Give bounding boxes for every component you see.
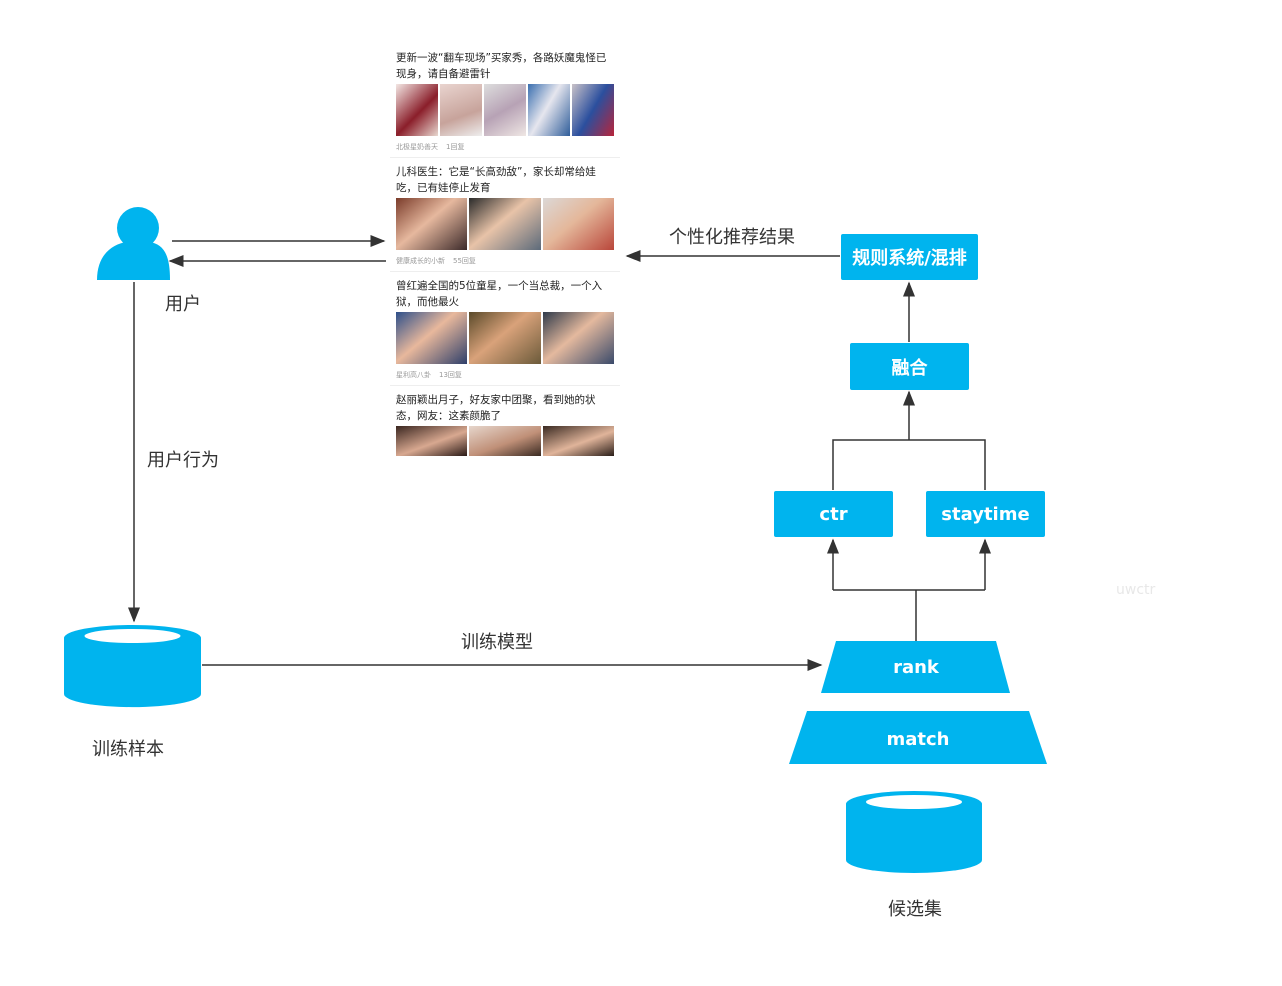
thumbnail-image [396, 426, 468, 456]
rules-mix-box: 规则系统/混排 [841, 234, 978, 280]
feed-item-thumbnails [396, 84, 614, 136]
feed-item-source: 健康成长的小新 [396, 257, 445, 265]
candidate-set-label: 候选集 [888, 899, 942, 920]
ctr-box: ctr [774, 491, 893, 537]
feed-item-thumbnails [396, 198, 614, 250]
thumbnail-image [396, 84, 438, 136]
personalized-result-label: 个性化推荐结果 [669, 227, 795, 248]
thumbnail-image [469, 198, 541, 250]
thumbnail-image [396, 312, 468, 364]
fusion-box: 融合 [850, 343, 969, 390]
thumbnail-image [440, 84, 482, 136]
thumbnail-image [469, 312, 541, 364]
user-behavior-label: 用户行为 [147, 450, 219, 471]
feed-item[interactable]: 儿科医生：它是“长高劲敌”，家长却常给娃吃，已有娃停止发育 健康成长的小新 55… [396, 164, 614, 266]
user-icon [97, 207, 170, 280]
news-feed-screenshot: 更新一波“翻车现场”买家秀，各路妖魔鬼怪已现身，请自备避雷针 北极星奶善天 1回… [390, 44, 620, 456]
feed-item-source: 北极星奶善天 [396, 143, 438, 151]
feed-item[interactable]: 曾红遍全国的5位童星，一个当总裁，一个入狱，而他最火 星利高八卦 13回复 [396, 278, 614, 380]
watermark-text: uwctr [1116, 582, 1156, 598]
thumbnail-image [469, 426, 541, 456]
feed-item-title: 更新一波“翻车现场”买家秀，各路妖魔鬼怪已现身，请自备避雷针 [396, 52, 607, 80]
training-samples-label: 训练样本 [92, 739, 164, 760]
line-ctr-to-fusion [832, 439, 986, 490]
feed-item[interactable]: 赵丽颖出月子，好友家中团聚，看到她的状态，网友：这素颜脆了 [396, 392, 614, 456]
feed-item-title: 赵丽颖出月子，好友家中团聚，看到她的状态，网友：这素颜脆了 [396, 394, 596, 422]
train-model-label: 训练模型 [461, 632, 533, 653]
thumbnail-image [396, 198, 468, 250]
training-samples-database-icon [64, 625, 201, 708]
staytime-box: staytime [926, 491, 1045, 537]
feed-item-meta: 北极星奶善天 1回复 [396, 142, 614, 152]
thumbnail-image [542, 312, 614, 364]
feed-item-source: 星利高八卦 [396, 371, 431, 379]
thumbnail-image [528, 84, 570, 136]
feed-item-comments: 13回复 [439, 371, 462, 379]
feed-item-title: 儿科医生：它是“长高劲敌”，家长却常给娃吃，已有娃停止发育 [396, 166, 596, 194]
feed-item-title: 曾红遍全国的5位童星，一个当总裁，一个入狱，而他最火 [396, 280, 603, 308]
feed-item-meta: 星利高八卦 13回复 [396, 370, 614, 380]
feed-item-thumbnails [396, 426, 614, 456]
thumbnail-image [542, 198, 614, 250]
feed-divider [390, 385, 620, 386]
candidate-set-database-icon [846, 791, 982, 873]
feed-item-thumbnails [396, 312, 614, 364]
feed-item-meta: 健康成长的小新 55回复 [396, 256, 614, 266]
feed-divider [390, 271, 620, 272]
thumbnail-image [572, 84, 614, 136]
feed-divider [390, 157, 620, 158]
feed-item[interactable]: 更新一波“翻车现场”买家秀，各路妖魔鬼怪已现身，请自备避雷针 北极星奶善天 1回… [396, 50, 614, 152]
user-label: 用户 [165, 294, 201, 315]
rank-label: rank [893, 656, 939, 678]
match-label: match [886, 728, 950, 750]
thumbnail-image [542, 426, 614, 456]
feed-item-comments: 55回复 [453, 257, 476, 265]
feed-item-comments: 1回复 [446, 143, 465, 151]
thumbnail-image [484, 84, 526, 136]
match-trapezoid [789, 711, 1047, 764]
rank-trapezoid [821, 641, 1010, 693]
